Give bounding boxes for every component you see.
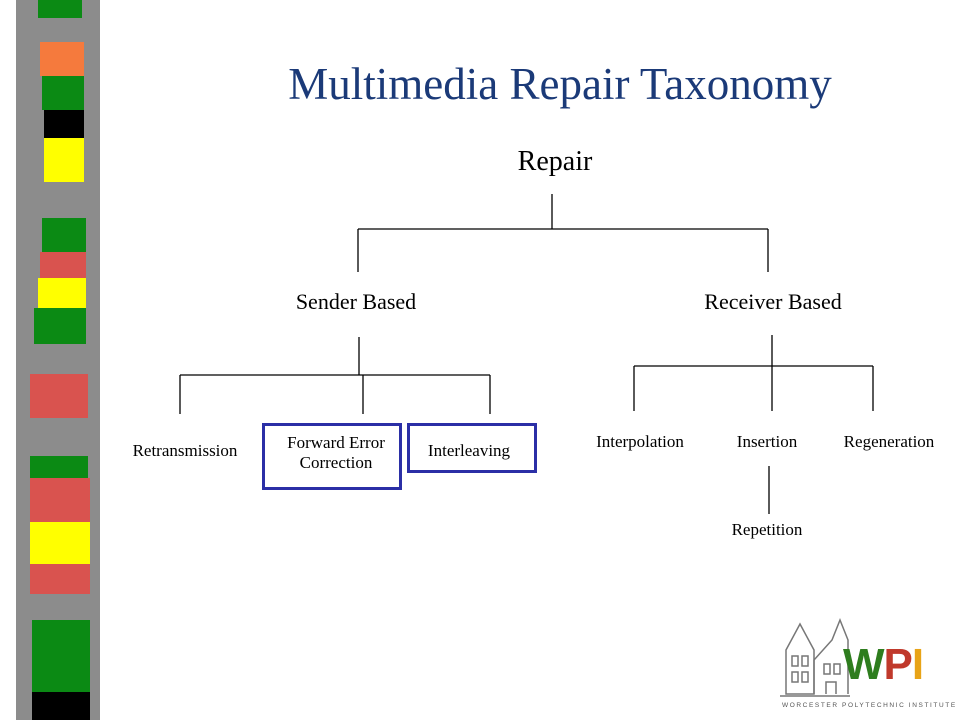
sidebar-block	[42, 218, 86, 252]
sidebar-block	[32, 620, 90, 692]
sidebar-block	[44, 138, 84, 182]
sidebar-block	[44, 110, 84, 138]
node-repair: Repair	[517, 146, 593, 177]
sidebar-block	[30, 456, 88, 478]
highlight-box-fec	[262, 423, 402, 490]
sidebar-block	[30, 522, 90, 564]
sidebar-block	[38, 0, 82, 18]
wpi-logo-text: WPI	[843, 640, 924, 689]
node-interleaving: Interleaving	[427, 441, 511, 460]
slide-title: Multimedia Repair Taxonomy	[288, 59, 832, 109]
node-retransmission: Retransmission	[132, 441, 238, 460]
sidebar-block	[40, 42, 84, 76]
sidebar-block	[40, 252, 86, 278]
sidebar-block	[30, 478, 90, 522]
node-interpolation: Interpolation	[596, 432, 684, 451]
decorative-sidebar	[16, 0, 100, 720]
sidebar-block	[30, 374, 88, 418]
wpi-logo-building-icon	[780, 617, 850, 697]
sidebar-block	[34, 308, 86, 344]
node-insertion: Insertion	[736, 432, 798, 451]
sidebar-block	[38, 278, 86, 308]
node-sender-based: Sender Based	[295, 289, 417, 314]
sidebar-block	[30, 564, 90, 594]
sidebar-block	[32, 692, 90, 720]
node-forward-error-correction: Forward Error Correction	[287, 433, 385, 473]
highlight-box-interleaving	[407, 423, 537, 473]
node-repetition: Repetition	[731, 520, 803, 539]
node-receiver-based: Receiver Based	[704, 289, 842, 314]
wpi-logo-subtitle: WORCESTER POLYTECHNIC INSTITUTE	[782, 702, 957, 709]
sidebar-block	[42, 76, 84, 110]
node-regeneration: Regeneration	[843, 432, 935, 451]
